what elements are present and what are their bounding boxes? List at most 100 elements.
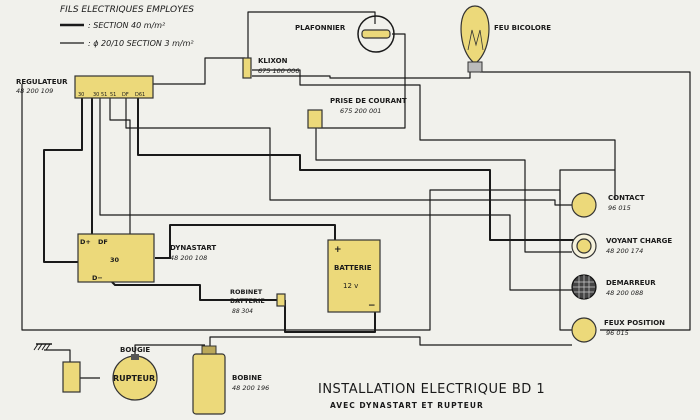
feu-bicolore-socket <box>467 61 483 73</box>
dyn-terminal-d+: D+ <box>80 238 91 246</box>
feux-position-ref: 96 015 <box>606 329 629 337</box>
prise-de-courant: PRISE DE COURANT 675 200 001 <box>307 97 407 129</box>
batterie-plus: + <box>334 245 342 255</box>
wire-dyn-bat-plus <box>155 224 336 259</box>
voyant-label: VOYANT CHARGE <box>606 237 672 245</box>
feu-bicolore-bulb <box>460 5 490 63</box>
ground-hatch <box>33 343 51 351</box>
batterie-body <box>327 239 381 313</box>
bobine-ref: 48 200 196 <box>232 384 269 392</box>
title-sub: AVEC DYNASTART ET RUPTEUR <box>330 401 484 410</box>
wire-feu-position <box>480 71 691 331</box>
contact: CONTACT 96 015 <box>571 192 645 218</box>
diagram-title: INSTALLATION ELECTRIQUE BD 1 AVEC DYNAST… <box>318 382 545 410</box>
feux-position: FEUX POSITION 96 015 <box>571 317 665 343</box>
robinet-label-2: BATTERIE <box>230 297 265 305</box>
robinet-batterie: ROBINET BATTERIE 88 304 <box>230 288 286 315</box>
regulateur-ref: 48 200 109 <box>16 87 53 95</box>
plafonnier: PLAFONNIER <box>295 15 395 53</box>
reg-terminal-df: DF <box>122 92 129 98</box>
regulateur: REGULATEUR 48 200 109 30 30 51 51 DF D61 <box>16 75 154 99</box>
rupteur-label: RUPTEUR <box>113 374 155 383</box>
wire-reg-contact <box>125 98 572 206</box>
legend-title: FILS ELECTRIQUES EMPLOYES <box>60 5 194 15</box>
dynastart: D+ DF 30 D− DYNASTART 48 200 108 <box>77 233 216 283</box>
wire-reg-demarreur <box>99 98 572 291</box>
robinet-ref: 88 304 <box>232 308 253 315</box>
dynastart-label: DYNASTART <box>170 244 216 252</box>
feu-bicolore: FEU BICOLORE <box>460 5 551 73</box>
wire-reg-30 <box>43 98 110 263</box>
wire-klixon-contact <box>252 69 616 200</box>
batterie-label: BATTERIE <box>334 264 372 272</box>
legend: FILS ELECTRIQUES EMPLOYES : SECTION 40 m… <box>60 5 194 48</box>
regulateur-box <box>74 75 154 99</box>
wire-robinet-bat <box>284 300 376 333</box>
klixon-body <box>242 57 252 79</box>
robinet-body <box>276 293 286 307</box>
wire-dyn-robinet <box>111 281 278 301</box>
robinet-label-1: ROBINET <box>230 288 263 296</box>
wire-reg-voyant <box>137 98 577 241</box>
feux-position-circle <box>571 317 597 343</box>
wires <box>21 11 691 379</box>
bobine-label: BOBINE <box>232 374 262 382</box>
regulateur-label: REGULATEUR <box>16 78 68 86</box>
wire-bobine-contact <box>209 336 572 350</box>
reg-terminal-3051: 30 51 <box>93 92 107 98</box>
wire-reg-klixon <box>150 57 245 85</box>
dyn-terminal-df: DF <box>98 238 108 246</box>
wire-left-loop <box>21 84 572 331</box>
voyant-ref: 48 200 174 <box>606 247 643 255</box>
batterie: + BATTERIE 12 v − <box>327 239 381 313</box>
demarreur: DEMARREUR 48 200 088 <box>571 274 656 300</box>
dyn-terminal-d-: D− <box>92 274 103 282</box>
wire-rupteur-bobine <box>134 344 205 358</box>
condensateur <box>62 361 81 393</box>
batterie-minus: − <box>368 301 376 311</box>
reg-terminal-51: 51 <box>110 92 116 98</box>
bobine-body <box>192 353 226 415</box>
klixon: KLIXON 675 100 006 <box>242 57 299 79</box>
wire-contact-top <box>559 169 615 200</box>
plafonnier-lamp <box>357 15 395 53</box>
feu-bicolore-label: FEU BICOLORE <box>494 24 551 32</box>
klixon-label: KLIXON <box>258 57 288 65</box>
contact-label: CONTACT <box>608 194 645 202</box>
wire-klixon-feu <box>252 72 471 79</box>
contact-ref: 96 015 <box>608 204 631 212</box>
legend-thick-label: : SECTION 40 m/m² <box>88 21 166 30</box>
bobine: BOBINE 48 200 196 <box>192 345 269 415</box>
feu-bicolore-filament <box>467 29 484 51</box>
condensateur-body <box>62 361 81 393</box>
wire-reg-d+ <box>82 98 93 239</box>
rupteur-tab <box>131 354 139 360</box>
wire-prise-voyant <box>315 128 572 253</box>
legend-thin-label: : ϕ 20/10 SECTION 3 m/m² <box>88 39 194 48</box>
reg-terminal-30: 30 <box>78 92 84 98</box>
prise-ref: 675 200 001 <box>340 107 381 115</box>
voyant-inner <box>576 238 592 254</box>
wire-klixon-plafonnier <box>247 11 376 58</box>
dynastart-body <box>77 233 155 283</box>
reg-terminal-d61: D61 <box>135 92 145 98</box>
bougie-label: BOUGIE <box>120 346 150 354</box>
bougie: BOUGIE <box>120 346 150 354</box>
plafonnier-bulb <box>361 29 391 39</box>
prise-body <box>307 109 323 129</box>
wire-plafonnier-prise <box>318 33 406 129</box>
demarreur-ref: 48 200 088 <box>606 289 643 297</box>
rupteur: RUPTEUR <box>112 354 158 401</box>
demarreur-hatch <box>573 275 595 299</box>
feux-position-label: FEUX POSITION <box>604 319 665 327</box>
plafonnier-label: PLAFONNIER <box>295 24 346 32</box>
demarreur-label: DEMARREUR <box>606 279 656 287</box>
klixon-ref: 675 100 006 <box>258 67 299 75</box>
bobine-cap <box>201 345 217 355</box>
ground-symbol <box>33 343 52 351</box>
dyn-terminal-30: 30 <box>110 256 120 264</box>
prise-label: PRISE DE COURANT <box>330 97 407 105</box>
batterie-voltage: 12 v <box>343 282 358 290</box>
